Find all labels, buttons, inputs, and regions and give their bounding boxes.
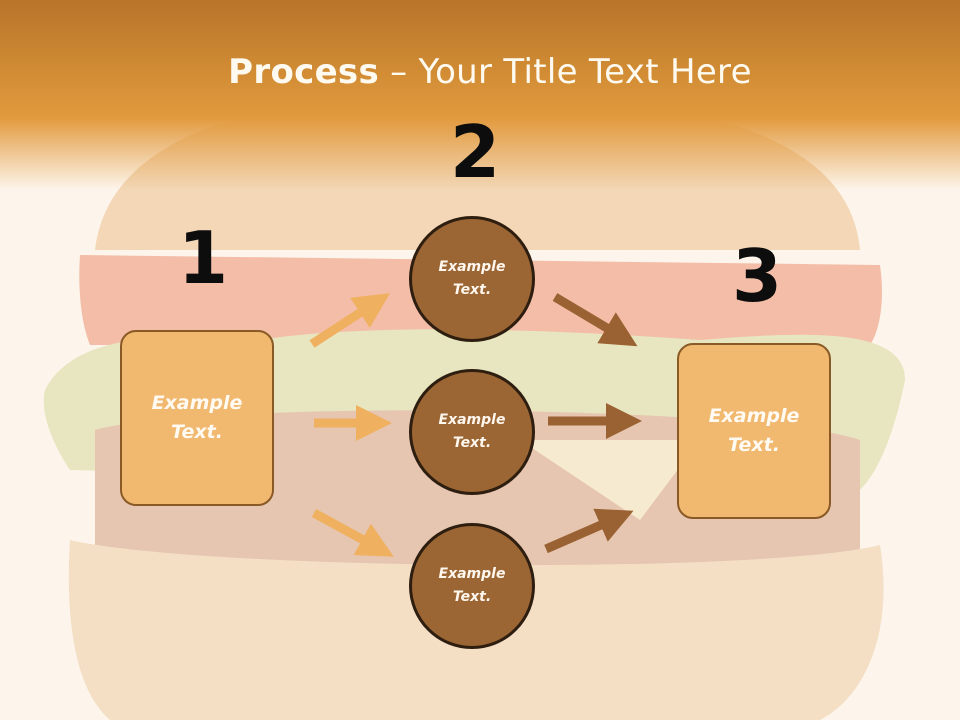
circle-top-text: Example Text. [438, 259, 506, 298]
circle-bottom-text: Example Text. [438, 566, 506, 605]
right-step-box: Example Text. [677, 343, 831, 519]
title-bold: Process [228, 52, 380, 92]
slide-title: Process – Your Title Text Here [0, 52, 960, 92]
arrow-bottom-to-right [544, 508, 634, 554]
title-banner [0, 0, 960, 190]
circle-middle-text: Example Text. [438, 412, 506, 451]
arrow-left-to-bottom [311, 509, 394, 557]
circle-bottom: Example Text. [409, 523, 535, 649]
step-number-3: 3 [732, 234, 783, 318]
arrow-left-to-top [309, 293, 391, 348]
arrow-top-to-right [552, 293, 638, 347]
left-step-text: Example Text. [151, 392, 243, 443]
step-number-2: 2 [450, 110, 501, 194]
left-step-box: Example Text. [120, 330, 274, 506]
circle-middle: Example Text. [409, 369, 535, 495]
step-number-1: 1 [178, 216, 229, 300]
circle-top: Example Text. [409, 216, 535, 342]
right-step-text: Example Text. [708, 405, 800, 456]
title-rest: – Your Title Text Here [379, 52, 752, 92]
